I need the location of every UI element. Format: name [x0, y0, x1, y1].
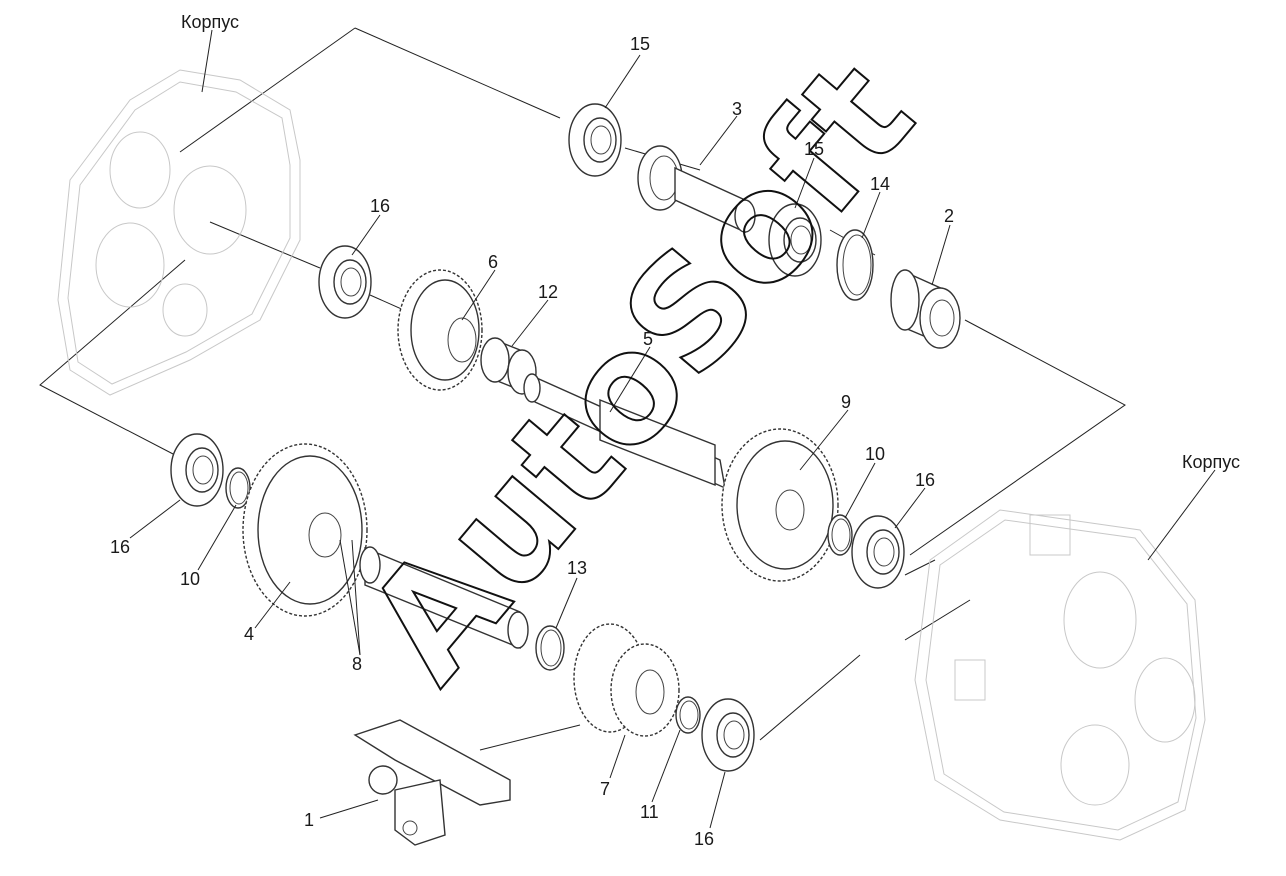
snap-ring-14	[836, 229, 874, 301]
bearing-16-bottom	[701, 698, 755, 772]
label-part-8: 8	[352, 654, 362, 674]
label-part-15-top: 15	[630, 34, 650, 54]
label-housing-left: Корпус	[181, 12, 239, 32]
label-part-1: 1	[304, 810, 314, 830]
label-part-14: 14	[870, 174, 890, 194]
gear-6	[397, 269, 483, 391]
right-housing	[914, 509, 1206, 841]
label-part-10-right: 10	[865, 444, 885, 464]
label-part-12: 12	[538, 282, 558, 302]
labels: Корпус Корпус 15 3 15 14 2 16 6 12 5 9 1…	[110, 12, 1240, 849]
assembly-lines	[39, 27, 1126, 751]
label-part-16-upper: 16	[370, 196, 390, 216]
label-part-10-left: 10	[180, 569, 200, 589]
label-part-9: 9	[841, 392, 851, 412]
coupling-2	[890, 269, 961, 349]
shift-fork-1	[353, 719, 511, 846]
label-part-13: 13	[567, 558, 587, 578]
label-part-11: 11	[640, 802, 659, 822]
label-housing-right: Корпус	[1182, 452, 1240, 472]
left-housing	[57, 69, 301, 396]
ring-11	[675, 696, 701, 734]
gear-7	[573, 623, 680, 737]
ring-10-right	[827, 514, 853, 556]
bearing-15-top	[568, 103, 622, 177]
label-part-16-right: 16	[915, 470, 935, 490]
label-part-6: 6	[488, 252, 498, 272]
leader-lines	[129, 29, 1216, 829]
gear-4	[242, 443, 368, 617]
ring-10-left	[225, 467, 251, 509]
label-part-16-bottom: 16	[694, 829, 714, 849]
bushing-12	[480, 337, 537, 395]
label-part-15-lower: 15	[804, 139, 824, 159]
shaft-3	[637, 145, 756, 234]
bearing-16-upper	[318, 245, 372, 319]
bearing-16-right	[851, 515, 905, 589]
shaft-8	[359, 546, 529, 650]
bearing-15-lower	[768, 203, 822, 277]
gear-9	[721, 428, 839, 582]
label-part-3: 3	[732, 99, 742, 119]
label-part-2: 2	[944, 206, 954, 226]
label-part-7: 7	[600, 779, 610, 799]
label-part-5: 5	[643, 329, 653, 349]
label-part-16-left: 16	[110, 537, 130, 557]
bearing-16-left	[170, 433, 224, 507]
label-part-4: 4	[244, 624, 254, 644]
shaft-5	[523, 373, 726, 490]
snap-ring-13	[535, 625, 565, 671]
